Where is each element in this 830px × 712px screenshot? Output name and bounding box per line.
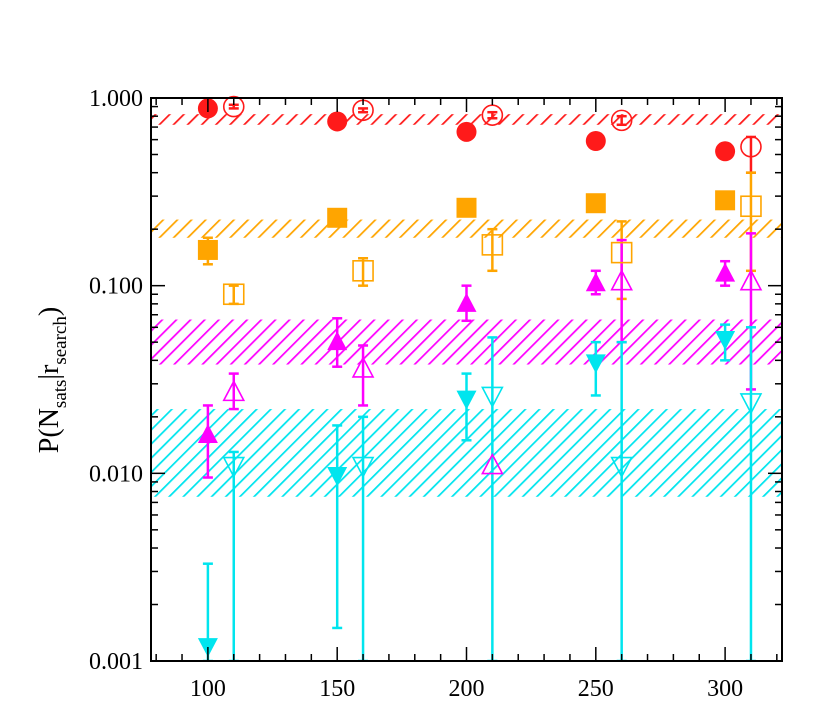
marker-s5-p1 bbox=[351, 356, 375, 378]
y-tick-label: 0.010 bbox=[89, 461, 143, 487]
marker-s4-p0 bbox=[197, 424, 218, 444]
error-bars bbox=[202, 103, 756, 661]
error-bar-s7-p4 bbox=[745, 326, 756, 661]
error-bar-s7-p3 bbox=[616, 340, 627, 661]
marker-s7-p1 bbox=[351, 456, 375, 479]
error-bar-s1-p2 bbox=[487, 110, 498, 120]
y-tick-label: 1.000 bbox=[89, 86, 143, 112]
error-bar-s3-p2 bbox=[487, 227, 498, 273]
marker-s1-p0 bbox=[222, 95, 245, 118]
marker-s3-p2 bbox=[481, 234, 504, 256]
marker-s5-p4 bbox=[739, 268, 763, 291]
marker-s5-p2 bbox=[481, 452, 504, 475]
marker-s1-p2 bbox=[481, 104, 504, 126]
data-markers bbox=[197, 95, 763, 658]
marker-s6-p4 bbox=[715, 330, 736, 350]
marker-s0-p2 bbox=[456, 121, 477, 142]
error-bar-s5-p1 bbox=[358, 344, 369, 407]
error-bar-s5-p0 bbox=[228, 372, 239, 411]
marker-s5-p3 bbox=[610, 268, 633, 291]
marker-s3-p1 bbox=[352, 260, 374, 282]
marker-s6-p1 bbox=[327, 466, 348, 486]
error-bar-s1-p0 bbox=[228, 103, 239, 110]
marker-s3-p4 bbox=[740, 195, 762, 218]
marker-s2-p0 bbox=[197, 239, 218, 260]
error-bar-s1-p1 bbox=[358, 107, 369, 114]
error-bar-s6-p1 bbox=[332, 424, 343, 630]
marker-s5-p0 bbox=[222, 379, 246, 402]
band-1 bbox=[151, 219, 782, 238]
marker-s1-p3 bbox=[610, 109, 633, 132]
marker-s3-p3 bbox=[610, 241, 633, 264]
y-tick-label: 0.001 bbox=[89, 649, 143, 675]
marker-s0-p4 bbox=[715, 141, 736, 162]
marker-s4-p4 bbox=[715, 262, 736, 282]
error-bar-s7-p2 bbox=[487, 336, 498, 661]
marker-s2-p1 bbox=[327, 207, 348, 228]
x-tick-label: 200 bbox=[449, 676, 485, 702]
marker-s3-p0 bbox=[222, 283, 245, 306]
y-axis-label: P(Nsats|rsearch) bbox=[34, 307, 71, 453]
tick-labels: 100 150 200 250 300 0.001 0.010 0.100 1.000 bbox=[89, 86, 743, 702]
error-bar-s3-p0 bbox=[228, 284, 239, 306]
x-tick-label: 100 bbox=[190, 676, 226, 702]
marker-s7-p4 bbox=[739, 393, 763, 415]
marker-s4-p2 bbox=[456, 292, 477, 312]
plot-axes bbox=[150, 97, 783, 662]
y-tick-label: 0.100 bbox=[89, 274, 143, 300]
marker-s0-p1 bbox=[327, 111, 348, 132]
band-2 bbox=[151, 319, 782, 365]
marker-s1-p4 bbox=[740, 135, 762, 158]
marker-s2-p3 bbox=[585, 193, 606, 214]
x-tick-label: 250 bbox=[578, 676, 614, 702]
band-0 bbox=[151, 114, 782, 125]
marker-s4-p1 bbox=[327, 331, 348, 351]
marker-s7-p0 bbox=[222, 456, 246, 479]
error-bar-s1-p3 bbox=[616, 114, 627, 127]
marker-s4-p3 bbox=[585, 272, 606, 292]
marker-s2-p4 bbox=[715, 190, 736, 211]
marker-s7-p3 bbox=[610, 456, 633, 479]
error-bar-s1-p4 bbox=[745, 135, 756, 174]
marker-s6-p2 bbox=[456, 390, 477, 410]
x-tick-label: 150 bbox=[319, 676, 355, 702]
marker-s7-p2 bbox=[481, 386, 504, 409]
marker-s6-p3 bbox=[585, 354, 606, 374]
marker-s2-p2 bbox=[456, 197, 477, 218]
error-bar-s7-p0 bbox=[228, 450, 239, 661]
x-tick-label: 300 bbox=[707, 676, 743, 702]
marker-s0-p3 bbox=[585, 131, 606, 152]
